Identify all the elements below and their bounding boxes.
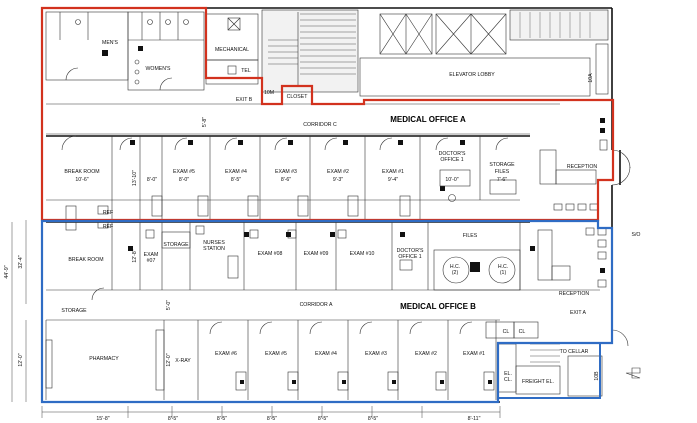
elev-mark-b: 10B [594, 371, 600, 381]
doctors-b-label: DOCTOR'S [397, 248, 424, 254]
elevator-lobby-label: ELEVATOR LOBBY [449, 72, 495, 78]
office-b-title: MEDICAL OFFICE B [400, 302, 476, 311]
corridor-c-label: CORRIDOR C [303, 122, 337, 128]
office-b-room-label: OFFICE 1 [398, 254, 421, 260]
to-cellar-label: TO CELLAR [560, 349, 589, 355]
exit-b-label: EXIT B [236, 97, 253, 103]
bottom-dim-7: 8'-11" [468, 416, 481, 422]
files-a-label: FILES [495, 169, 510, 175]
corridor-dim-label: 5'-8" [202, 117, 208, 127]
bottom-dim-2: 8'-5" [168, 416, 178, 422]
side-dim-b: 44'-9" [4, 265, 10, 278]
exam5-a-label: EXAM #5 [173, 169, 195, 175]
labels-top: MEN'S WOMEN'S MECHANICAL TEL CLOSET EXIT… [102, 40, 594, 128]
storage-b-label: STORAGE [61, 308, 87, 314]
exam1-b-label: EXAM #1 [463, 351, 485, 357]
nurses-label: NURSES [203, 240, 225, 246]
files-b-label: FILES [463, 233, 478, 239]
break-room-a-label: BREAK ROOM [64, 169, 99, 175]
room2-a-dim: 8'-0" [147, 177, 157, 183]
office-a-title: MEDICAL OFFICE A [390, 115, 466, 124]
exit-a-label: EXIT A [570, 310, 587, 316]
exam4-a-label: EXAM #4 [225, 169, 247, 175]
doctors-a-dim: 10'-0" [445, 177, 458, 183]
xray-label: X-RAY [175, 358, 191, 364]
office-b-outline [40, 219, 614, 404]
labels-office-a: BREAK ROOM 10'-6" 8'-0" 13'-10" EXAM #5 … [64, 151, 597, 186]
exam4-b-label: EXAM #4 [315, 351, 337, 357]
v-dim-b: 12'-8" [132, 249, 138, 262]
reception-b-label: RECEPTION [559, 291, 590, 297]
bottom-dim-6: 8'-5" [368, 416, 378, 422]
office-a-outline [40, 6, 615, 222]
dimension-labels: 32'-4" 44'-9" 12'-0" 15'-8" 8'-5" 8'-5" … [4, 255, 481, 422]
freight-outline [497, 342, 601, 399]
s-o-label: S/O [632, 232, 641, 238]
exam1-a-dim: 9'-4" [388, 177, 398, 183]
womens-label: WOMEN'S [146, 66, 171, 72]
exam7a-label: EXAM [144, 252, 159, 258]
exam2-a-dim: 9'-3" [333, 177, 343, 183]
ref1-label: REF [103, 210, 113, 216]
pharmacy-label: PHARMACY [89, 356, 119, 362]
storage-a-dim: 7'-6" [497, 177, 507, 183]
side-dim-c: 12'-0" [18, 353, 24, 366]
reception-a-label: RECEPTION [567, 164, 598, 170]
bottom-dim-1: 15'-8" [96, 416, 109, 422]
doctors-a-label: DOCTOR'S [439, 151, 466, 157]
ref2-label: REF [103, 224, 113, 230]
tel-label: TEL [241, 68, 251, 74]
storage-a-label: STORAGE [489, 162, 515, 168]
exam08-label: EXAM #08 [258, 251, 283, 257]
office-a-rooms [46, 118, 631, 220]
dimension-lines [11, 220, 501, 418]
hc2b-label: (1) [500, 270, 507, 276]
break-room-a-dim: 10'-6" [75, 177, 88, 183]
exam1-a-label: EXAM #1 [382, 169, 404, 175]
exam6-b-label: EXAM #6 [215, 351, 237, 357]
top-service-area [45, 9, 609, 97]
v-dim2-b: 5'-0" [166, 300, 172, 310]
labels-office-b: REF REF BREAK ROOM 12'-8" EXAM #07 STORA… [61, 210, 640, 385]
cl1-label: CL [503, 329, 510, 335]
office-a-room-label: OFFICE 1 [440, 157, 463, 163]
storage-vert-label: STORAGE [163, 242, 189, 248]
exam09-label: EXAM #09 [304, 251, 329, 257]
hc1a-label: H.C. [450, 264, 460, 270]
exam7b-label: #07 [147, 258, 156, 264]
v-dim3-b: 12'-0" [166, 353, 172, 366]
exam5-a-dim: 8'-0" [179, 177, 189, 183]
mens-label: MEN'S [102, 40, 119, 46]
cl3-label: CL. [504, 377, 512, 383]
top-mark-label: 10M [264, 90, 274, 96]
break-room-b-label: BREAK ROOM [68, 257, 103, 263]
exam3-a-label: EXAM #3 [275, 169, 297, 175]
cl2-label: CL [519, 329, 526, 335]
el-label: EL. [504, 371, 512, 377]
mechanical-label: MECHANICAL [215, 47, 249, 53]
freight-label: FREIGHT EL. [522, 379, 554, 385]
station-label: STATION [203, 246, 225, 252]
closet-label: CLOSET [287, 94, 309, 100]
hc2a-label: H.C. [498, 264, 508, 270]
exam3-a-dim: 8'-6" [281, 177, 291, 183]
exam2-a-label: EXAM #2 [327, 169, 349, 175]
exam3-b-label: EXAM #3 [365, 351, 387, 357]
v-dim-a: 13'-10" [132, 170, 138, 186]
bottom-dim-4: 8'-5" [267, 416, 277, 422]
bottom-dim-5: 8'-5" [318, 416, 328, 422]
side-dim-a: 32'-4" [18, 255, 24, 268]
exam4-a-dim: 8'-5" [231, 177, 241, 183]
hc1b-label: (2) [452, 270, 459, 276]
exam10-label: EXAM #10 [350, 251, 375, 257]
elev-mark-a: 10A [588, 73, 594, 83]
corridor-a-label: CORRIDOR A [300, 302, 333, 308]
bottom-dim-3: 8'-5" [217, 416, 227, 422]
exit-arrow-icon [625, 367, 641, 379]
exam5-b-label: EXAM #5 [265, 351, 287, 357]
exam2-b-label: EXAM #2 [415, 351, 437, 357]
